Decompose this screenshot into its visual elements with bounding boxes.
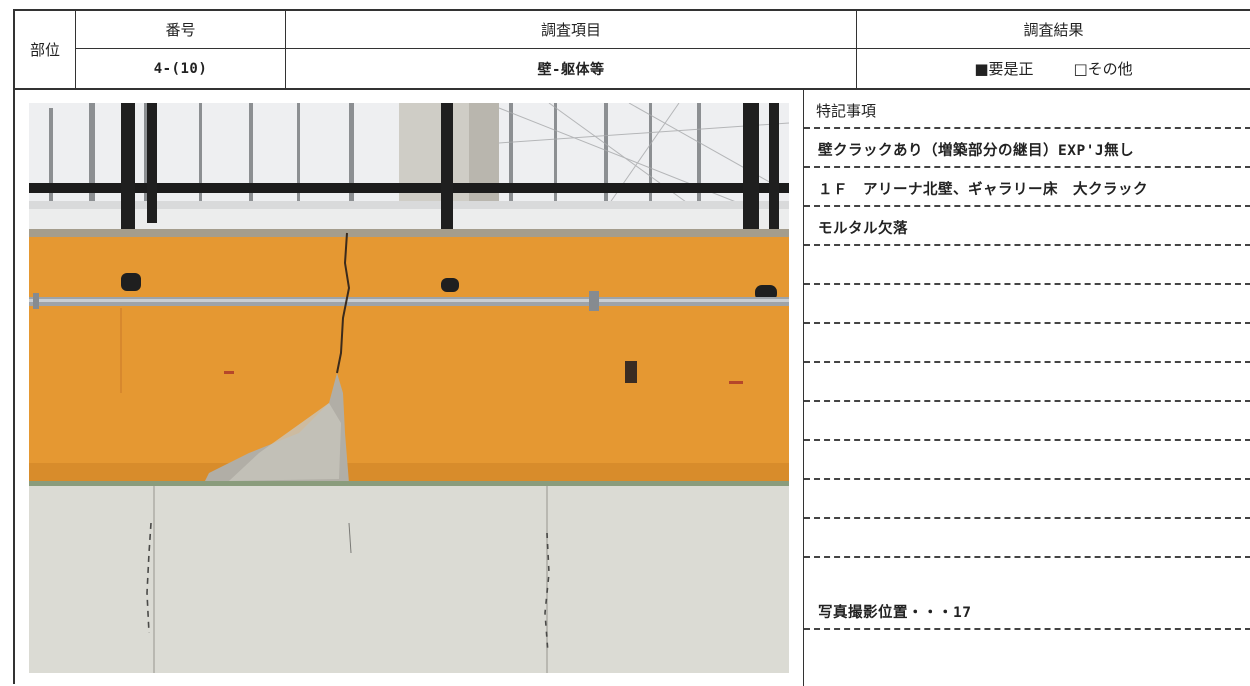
notes-title-row: 特記事項 [804, 90, 1250, 129]
note-line: 写真撮影位置・・・17 [804, 558, 1250, 630]
notes-title: 特記事項 [816, 102, 877, 120]
survey-result-value: ■要是正 □その他 [856, 49, 1250, 88]
note-line [804, 480, 1250, 519]
number-label: 番号 [75, 11, 285, 49]
number-value: 4-(10) [75, 49, 285, 88]
note-line [804, 441, 1250, 480]
header-divider [15, 88, 1250, 90]
part-label: 部位 [29, 41, 60, 59]
note-line: モルタル欠落 [804, 207, 1250, 246]
inspection-photo [29, 103, 789, 673]
note-line [804, 363, 1250, 402]
note-line [804, 246, 1250, 285]
note-line [804, 519, 1250, 558]
note-line [804, 285, 1250, 324]
note-line: 壁クラックあり（増築部分の継目）EXP'J無し [804, 129, 1250, 168]
survey-item-label: 調査項目 [285, 11, 856, 49]
note-line: １Ｆ アリーナ北壁、ギャラリー床 大クラック [804, 168, 1250, 207]
result-option-needs-correction: ■要是正 [974, 60, 1034, 78]
survey-result-label: 調査結果 [856, 11, 1250, 49]
note-line [804, 402, 1250, 441]
header-table: 部位 番号 調査項目 調査結果 4-(10) 壁-躯体等 ■要是正 □その他 [15, 11, 1250, 88]
inspection-sheet: 部位 番号 調査項目 調査結果 4-(10) 壁-躯体等 ■要是正 □その他 [13, 9, 1250, 686]
survey-item-value: 壁-躯体等 [285, 49, 856, 88]
result-option-other: □その他 [1073, 60, 1133, 78]
note-line [804, 324, 1250, 363]
special-notes: 特記事項 壁クラックあり（増築部分の継目）EXP'J無し １Ｆ アリーナ北壁、ギ… [803, 90, 1250, 686]
